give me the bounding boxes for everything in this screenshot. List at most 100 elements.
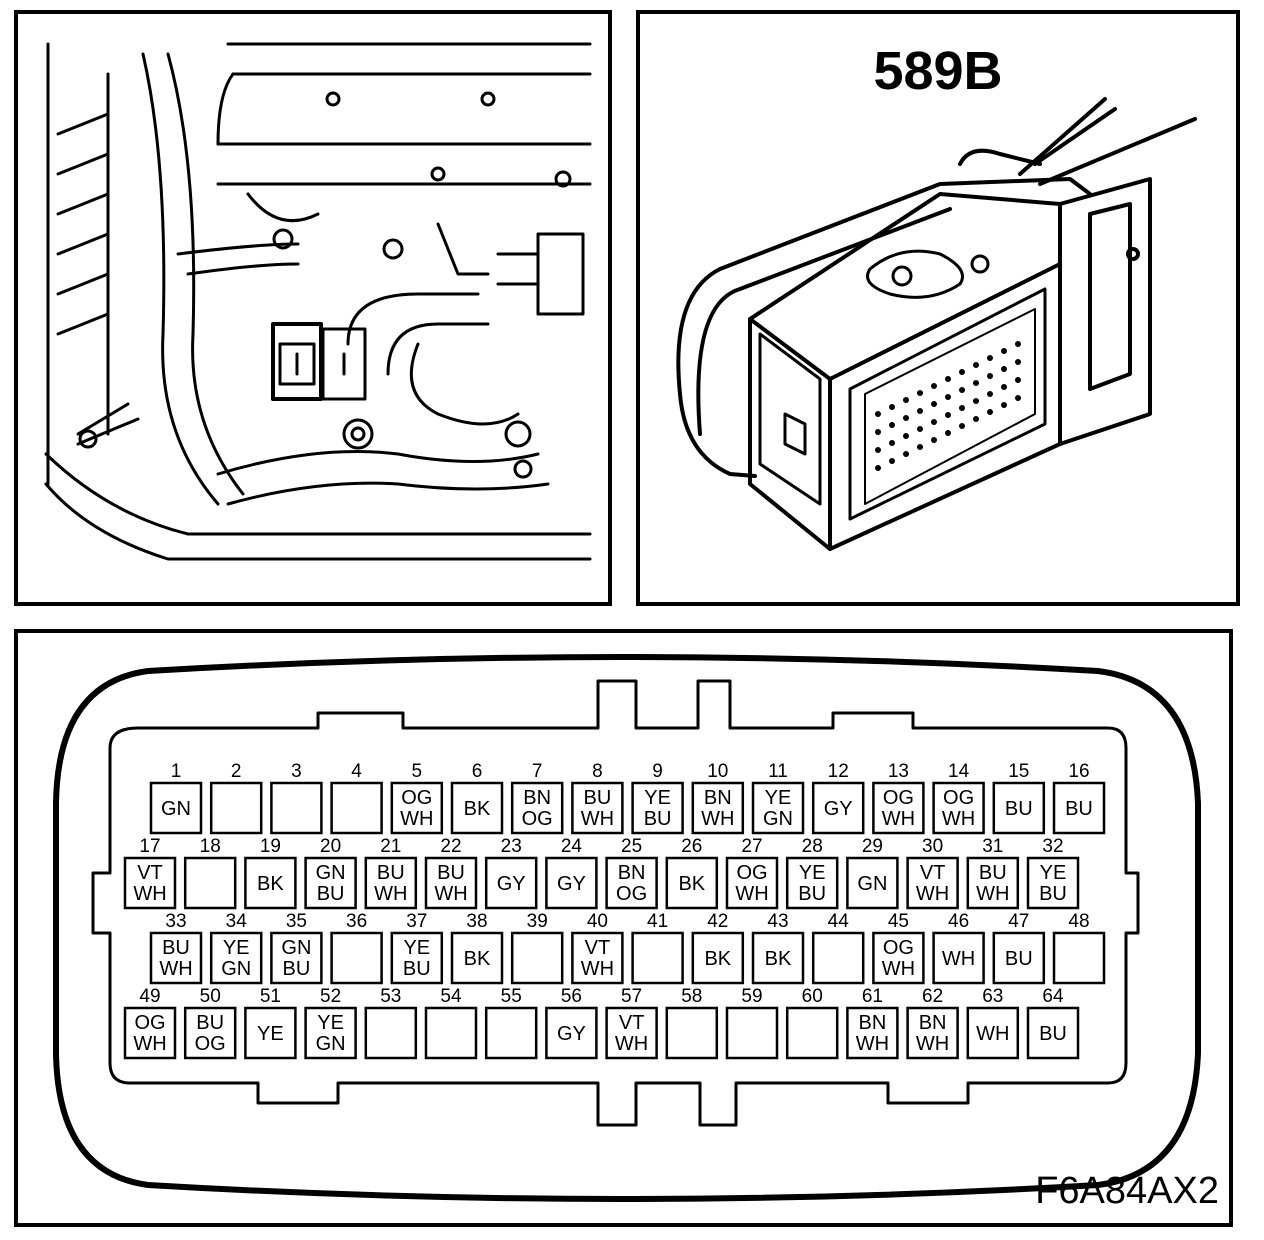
pin-cavity xyxy=(966,856,1020,910)
pin-cavity xyxy=(631,931,684,985)
pin-cavity xyxy=(545,1006,598,1060)
pin-number: 38 xyxy=(466,911,487,932)
pin-59: 59 xyxy=(725,986,779,1060)
wire-color-primary: VT xyxy=(619,1012,645,1034)
pin-number: 51 xyxy=(260,986,281,1007)
pin-4: 4 xyxy=(330,761,383,835)
wire-color-stripe: WH xyxy=(615,1033,648,1055)
pin-54: 54 xyxy=(424,986,478,1060)
wire-color-stripe: BU xyxy=(317,883,345,905)
wire-color-stripe: WH xyxy=(400,808,433,830)
pin-number: 47 xyxy=(1008,911,1029,932)
pin-number: 34 xyxy=(226,911,248,932)
pin-41: 41 xyxy=(631,911,684,985)
engine-bay-drawing xyxy=(44,42,592,561)
wire-color: WH xyxy=(976,1023,1009,1045)
wire-color-stripe: WH xyxy=(882,958,915,980)
pin-cavity xyxy=(183,1006,237,1060)
wire-color-stripe: WH xyxy=(916,1033,949,1055)
wire-color: BK xyxy=(704,948,731,970)
pin-number: 3 xyxy=(291,761,302,782)
wire-color-primary: OG xyxy=(883,787,914,809)
wire-color-stripe: WH xyxy=(942,808,975,830)
pin-cavity xyxy=(183,856,237,910)
wire-color-primary: BU xyxy=(162,937,190,959)
pin-number: 58 xyxy=(681,986,702,1007)
pin-number: 4 xyxy=(351,761,362,782)
pin-number: 33 xyxy=(165,911,186,932)
pin-cavity xyxy=(364,1006,418,1060)
wire-color-primary: BN xyxy=(859,1012,887,1034)
wire-color-primary: BN xyxy=(618,862,646,884)
pin-number: 52 xyxy=(320,986,341,1007)
connector-3d-drawing xyxy=(676,97,1197,551)
pin-cavity xyxy=(209,781,263,835)
pin-number: 48 xyxy=(1068,911,1089,932)
pin-cavity xyxy=(484,856,538,910)
pin-number: 35 xyxy=(286,911,307,932)
wire-color-primary: BU xyxy=(196,1012,224,1034)
pin-number: 12 xyxy=(828,761,849,782)
pin-cavity xyxy=(932,781,985,835)
wire-color-primary: YE xyxy=(317,1012,344,1034)
pin-cavity xyxy=(665,856,719,910)
pin-cavity xyxy=(1052,931,1106,985)
pin-cavity xyxy=(966,1006,1020,1060)
wire-color: GY xyxy=(497,873,526,895)
pin-cavity xyxy=(605,1006,658,1060)
wire-color-primary: BU xyxy=(437,862,465,884)
pin-number: 9 xyxy=(652,761,663,782)
connector-label: 589B xyxy=(873,41,1003,101)
wire-color: BK xyxy=(765,948,792,970)
pin-cavity xyxy=(571,931,624,985)
wire-color-primary: BU xyxy=(377,862,405,884)
pin-number: 16 xyxy=(1068,761,1089,782)
pin-number: 43 xyxy=(767,911,788,932)
pin-number: 31 xyxy=(982,836,1003,857)
pin-number: 49 xyxy=(139,986,160,1007)
wire-color: BU xyxy=(1039,1023,1067,1045)
pin-number: 37 xyxy=(406,911,427,932)
pin-60: 60 xyxy=(785,986,839,1060)
pin-cavity xyxy=(691,781,745,835)
pin-cavity xyxy=(304,1006,357,1060)
wire-color-primary: YE xyxy=(799,862,826,884)
wire-color-stripe: WH xyxy=(581,808,614,830)
wire-color: GY xyxy=(557,873,586,895)
wire-color-stripe: WH xyxy=(916,883,949,905)
wire-color: BK xyxy=(257,873,284,895)
pin-number: 56 xyxy=(561,986,582,1007)
connector-outer-shell xyxy=(53,654,1201,1202)
pin-number: 64 xyxy=(1042,986,1064,1007)
pin-number: 61 xyxy=(862,986,883,1007)
pin-cavity xyxy=(872,931,925,985)
pin-number: 10 xyxy=(707,761,728,782)
pin-cavity xyxy=(304,856,357,910)
wire-color-primary: YE xyxy=(1040,862,1067,884)
wire-color-primary: YE xyxy=(403,937,430,959)
pin-58: 58 xyxy=(665,986,719,1060)
figure-code: F6A84AX2 xyxy=(1035,1170,1219,1212)
wire-color: WH xyxy=(942,948,975,970)
wire-color-stripe: BU xyxy=(403,958,431,980)
pin-number: 57 xyxy=(621,986,642,1007)
pin-cavity xyxy=(364,856,418,910)
pin-cavity xyxy=(992,931,1046,985)
pin-cavity xyxy=(270,931,323,985)
